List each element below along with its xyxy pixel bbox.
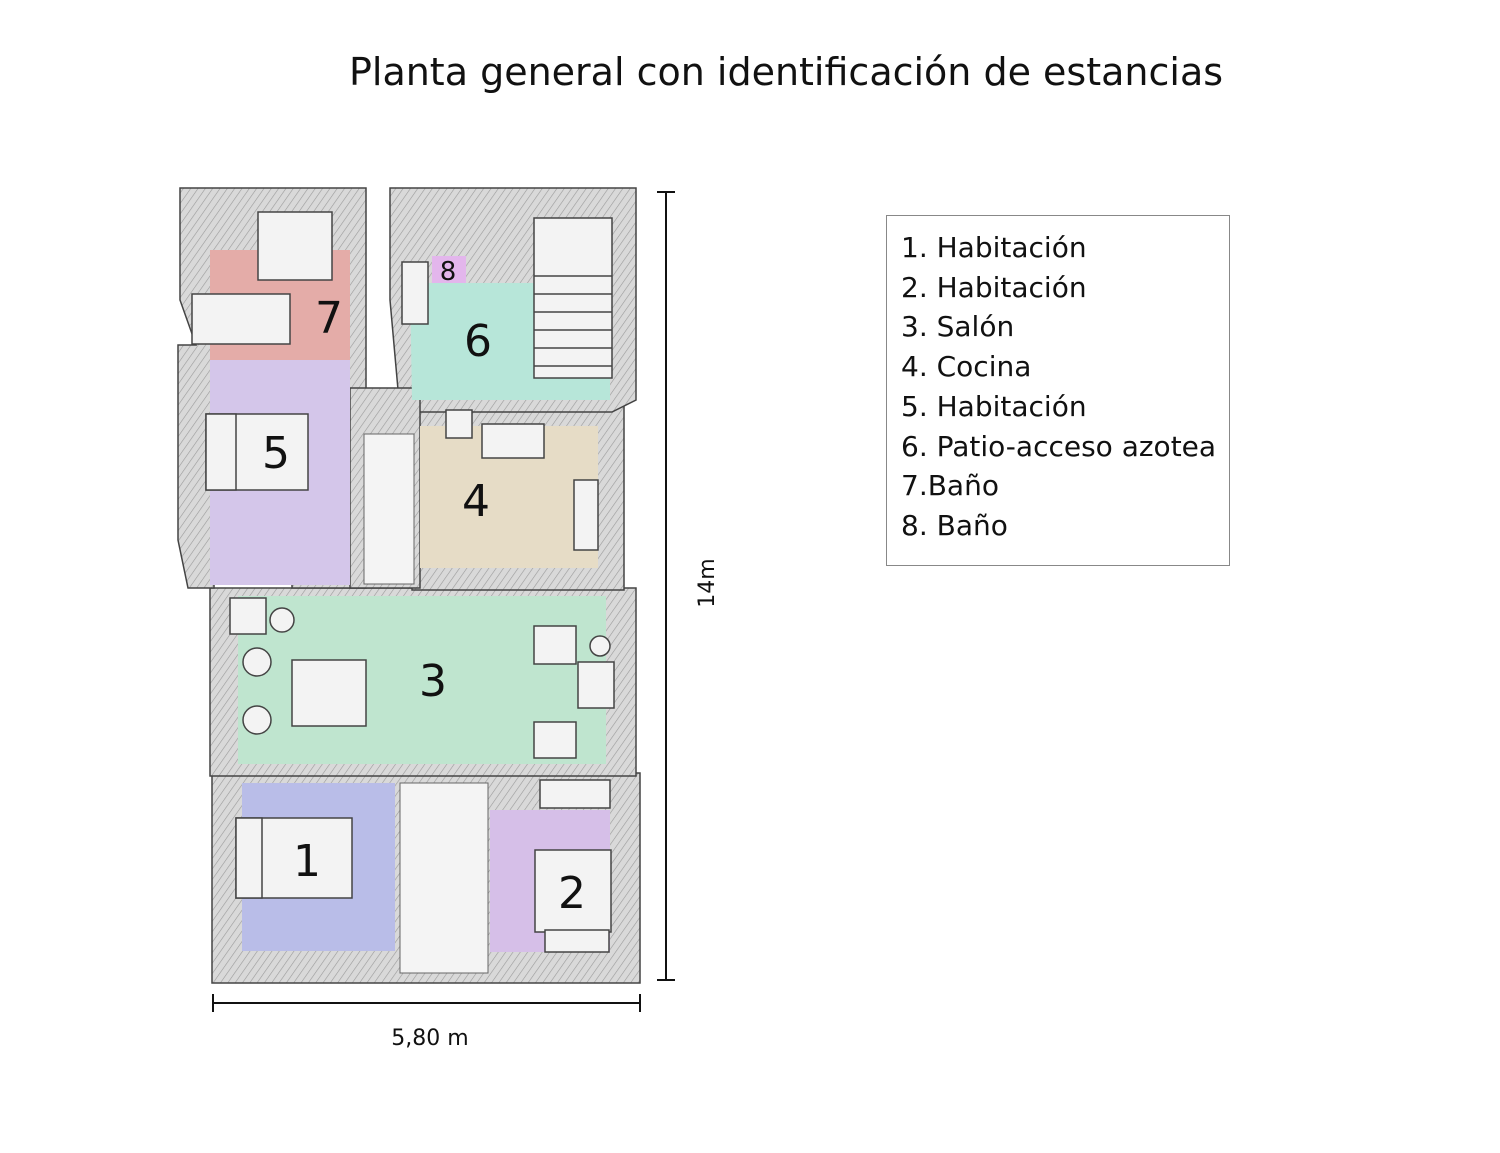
room-8-floor — [432, 256, 466, 283]
room-labels: 1 2 3 4 5 6 7 8 — [262, 257, 586, 919]
room-4-label: 4 — [462, 476, 490, 527]
legend-item: 5. Habitación — [901, 389, 1087, 423]
legend-item: 8. Baño — [901, 508, 1008, 542]
room-5-label: 5 — [262, 428, 290, 479]
room-6-label: 6 — [464, 316, 492, 367]
legend-item: 2. Habitación — [901, 270, 1087, 304]
height-dimension-label: 14m — [695, 558, 720, 608]
dimension-lines — [212, 191, 675, 1012]
room-3-label: 3 — [419, 656, 447, 707]
legend-item: 7.Baño — [901, 469, 999, 503]
legend-item: 6. Patio-acceso azotea — [901, 429, 1217, 463]
legend-item: 3. Salón — [901, 310, 1015, 344]
room-1-label: 1 — [293, 836, 321, 887]
width-dimension-label: 5,80 m — [391, 1026, 469, 1051]
furniture — [191, 211, 615, 953]
room-legend: 1. Habitación 2. Habitación 3. Salón 4. … — [886, 215, 1230, 566]
legend-item: 1. Habitación — [901, 231, 1087, 264]
room-7-label: 7 — [315, 293, 343, 344]
circulation — [363, 433, 489, 974]
room-2-label: 2 — [558, 868, 586, 919]
page-title: Planta general con identificación de est… — [348, 50, 1224, 94]
room-8-label: 8 — [440, 257, 457, 287]
legend-item: 4. Cocina — [901, 350, 1032, 384]
